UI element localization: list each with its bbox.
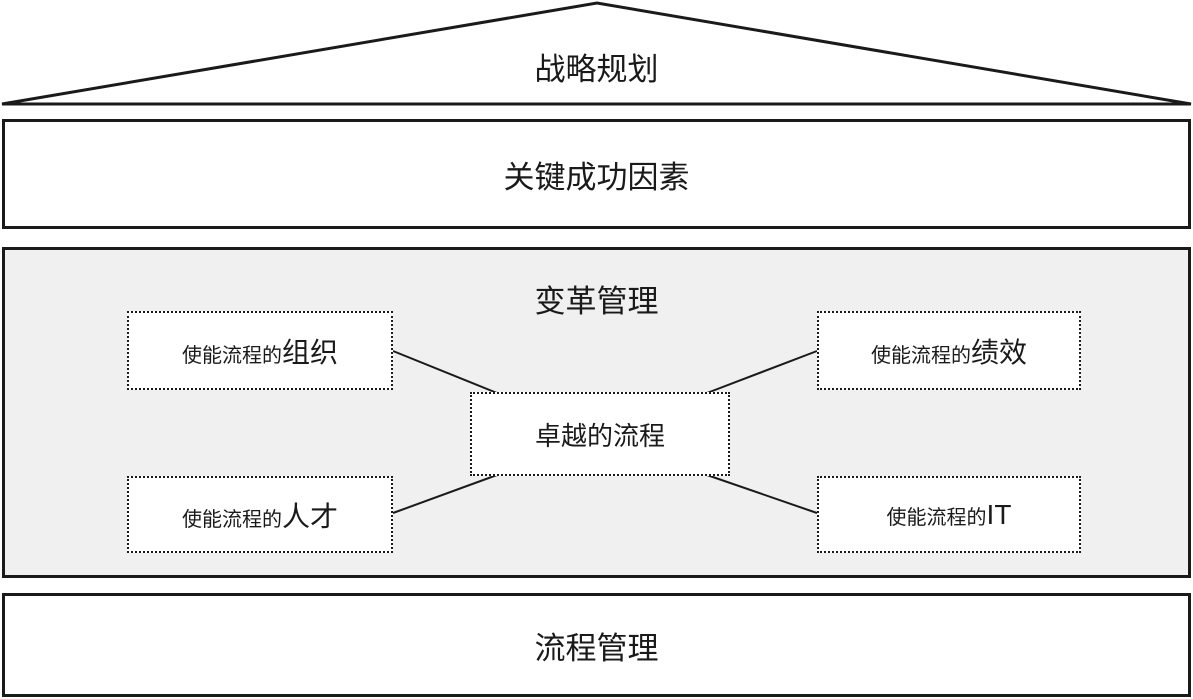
strategic-planning-label: 战略规划: [534, 52, 659, 87]
enabler-talent-term: 人才: [281, 500, 338, 532]
strategic-planning-triangle: [1, 1, 1192, 106]
connector-bottom-right: [706, 474, 818, 514]
enabler-organization-term: 组织: [281, 336, 338, 368]
process-management-label: 流程管理: [534, 630, 659, 666]
enabler-box-performance: 使能流程的绩效: [817, 311, 1081, 390]
connector-top-left: [392, 350, 498, 394]
enabler-talent-prefix: 使能流程的: [181, 508, 282, 531]
enabler-it-text: 使能流程的IT: [887, 499, 1012, 531]
excellent-process-box: 卓越的流程: [470, 392, 730, 476]
enabler-performance-term: 绩效: [970, 336, 1027, 368]
connector-top-right: [706, 350, 818, 394]
enabler-box-talent: 使能流程的人才: [127, 476, 393, 553]
enabler-it-prefix: 使能流程的: [886, 506, 987, 529]
connector-bottom-left: [392, 474, 498, 514]
enabler-it-term: IT: [986, 498, 1012, 530]
enabler-organization-prefix: 使能流程的: [181, 344, 282, 367]
process-management-bar: 流程管理: [2, 593, 1191, 697]
enabler-box-organization: 使能流程的组织: [127, 311, 393, 390]
enabler-talent-text: 使能流程的人才: [182, 495, 338, 535]
enabler-performance-prefix: 使能流程的: [870, 344, 971, 367]
enabler-performance-text: 使能流程的绩效: [871, 331, 1027, 371]
enabler-organization-text: 使能流程的组织: [182, 331, 338, 371]
change-management-label: 变革管理: [534, 284, 659, 319]
key-success-factors-bar: 关键成功因素: [2, 119, 1191, 229]
key-success-factors-label: 关键成功因素: [503, 159, 690, 195]
enabler-box-it: 使能流程的IT: [817, 476, 1081, 553]
excellent-process-label: 卓越的流程: [534, 420, 665, 451]
